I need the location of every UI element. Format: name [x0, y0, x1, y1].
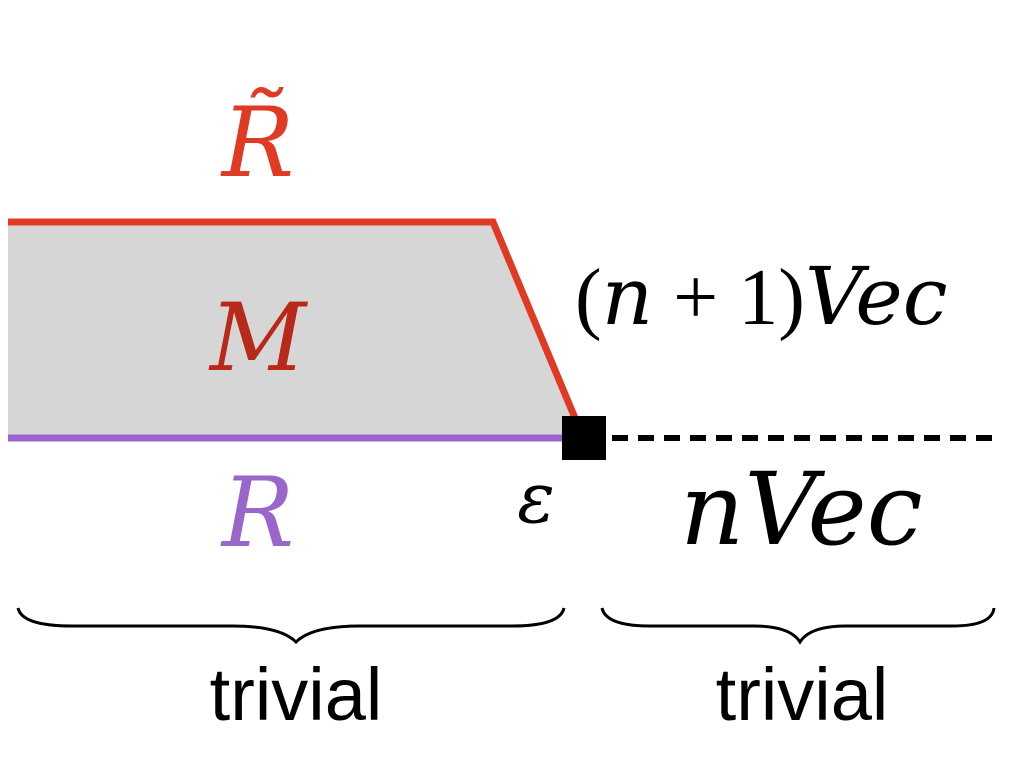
- right-brace-label: trivial: [716, 653, 889, 736]
- lower-right-n: n: [680, 451, 744, 568]
- upper-right-plus-one: + 1): [653, 254, 805, 342]
- bottom-boundary-label: R: [220, 457, 294, 569]
- lower-right-label: nVec: [680, 451, 923, 568]
- top-boundary-label: R̃: [220, 87, 294, 199]
- left-brace-label: trivial: [210, 653, 383, 736]
- top-boundary-line: [8, 218, 584, 432]
- bulk-label: M: [208, 284, 309, 393]
- corner-label: ε: [517, 457, 555, 539]
- right-brace: [600, 607, 996, 645]
- left-brace: [16, 607, 566, 645]
- upper-right-label: (n + 1)Vec: [575, 250, 948, 343]
- upper-right-open: (: [575, 254, 602, 342]
- lower-right-vec: Vec: [744, 451, 922, 568]
- upper-right-n: n: [602, 250, 654, 343]
- corner-square: [562, 416, 606, 460]
- upper-right-vec: Vec: [805, 250, 948, 343]
- bulk-region: [8, 222, 580, 438]
